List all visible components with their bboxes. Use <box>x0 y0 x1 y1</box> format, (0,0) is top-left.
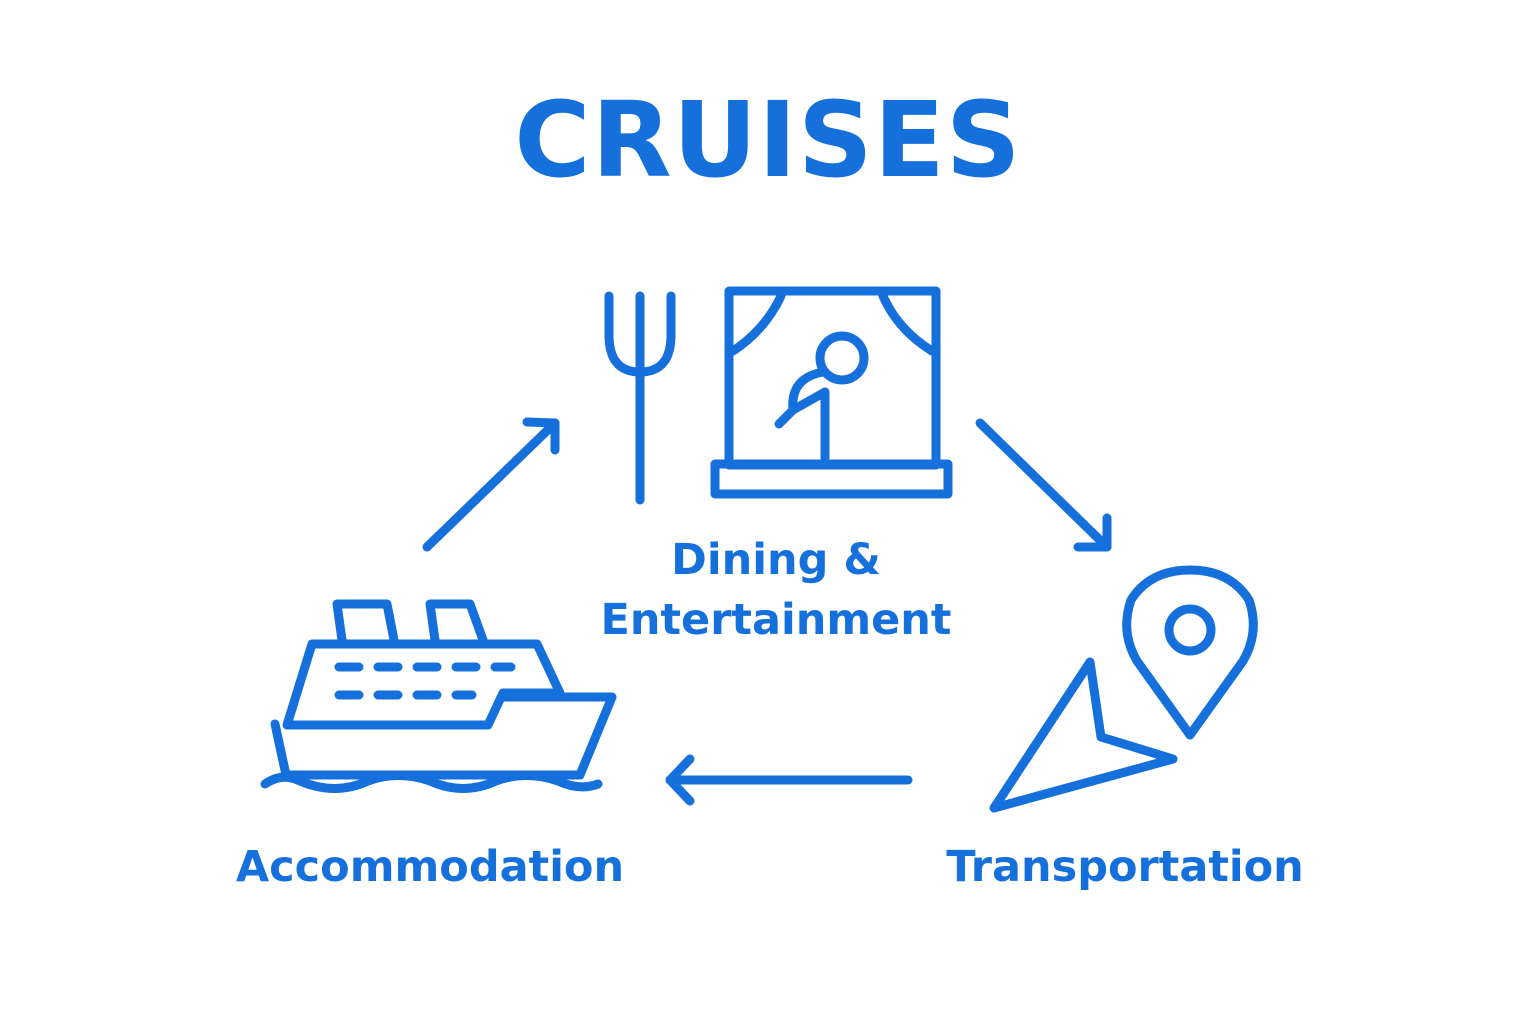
cruise-ship-icon <box>260 599 617 793</box>
stage-performer-icon <box>710 286 953 499</box>
dining-label-line-2: Entertainment <box>600 595 952 645</box>
navigation-arrow-icon <box>989 657 1178 813</box>
transportation-label: Transportation <box>946 842 1304 892</box>
fork-icon <box>604 291 676 505</box>
diagram-title: CRUISES <box>514 79 1022 201</box>
accommodation-label: Accommodation <box>235 842 625 892</box>
arrow-accommodation-to-dining <box>422 417 560 552</box>
location-pin-icon <box>1122 565 1258 740</box>
dining-entertainment-label: Dining & Entertainment <box>556 530 996 650</box>
arrow-dining-to-transportation <box>975 418 1112 552</box>
arrow-transportation-to-accommodation <box>665 754 913 806</box>
dining-label-line-1: Dining & <box>671 535 881 585</box>
